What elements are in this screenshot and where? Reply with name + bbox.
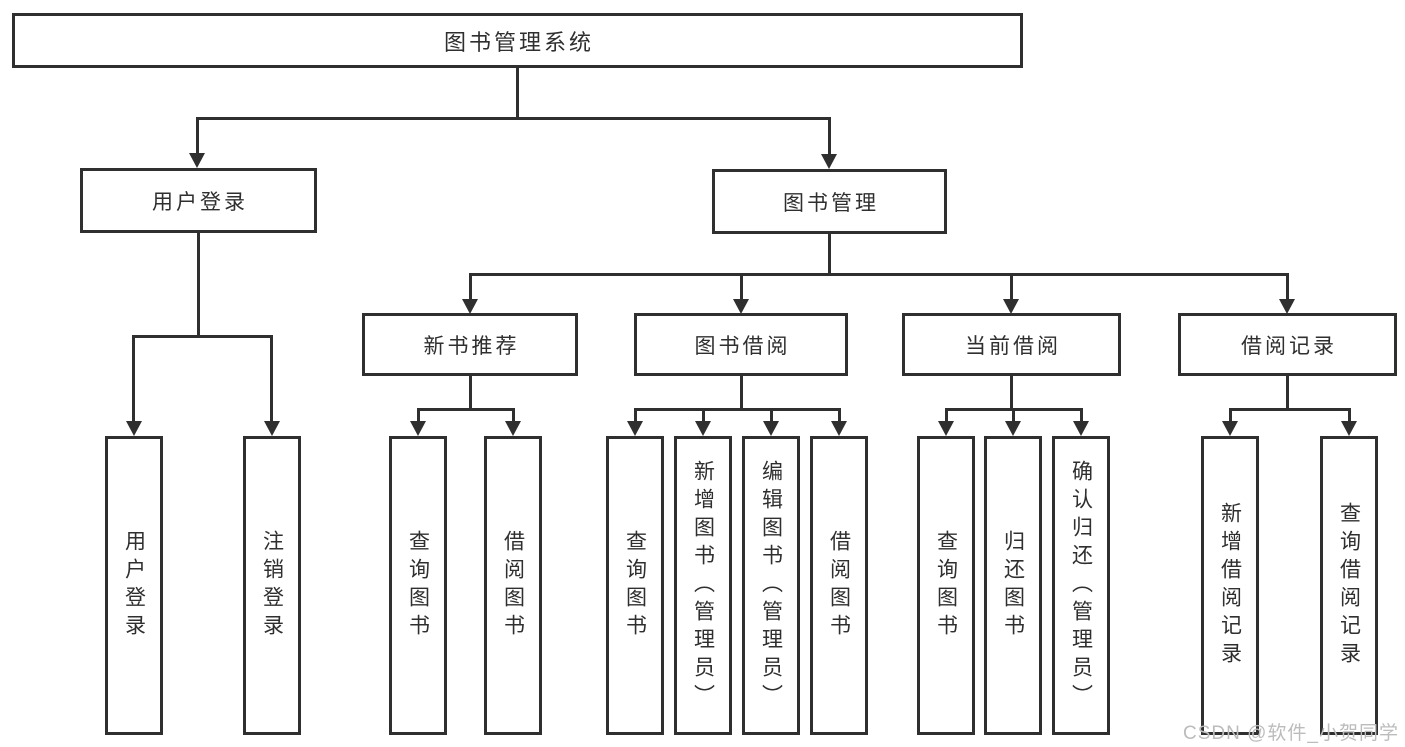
connector-line	[740, 273, 743, 300]
leaf-recommend-query-book: 查询图书	[389, 436, 447, 735]
node-user-login-module: 用户登录	[80, 168, 317, 233]
node-root-system: 图书管理系统	[12, 13, 1023, 68]
node-label: 注销登录	[260, 529, 284, 642]
connector-line	[634, 408, 840, 411]
connector-line	[417, 408, 515, 411]
leaf-query-borrow-record: 查询借阅记录	[1320, 436, 1378, 735]
connector-line	[132, 335, 135, 422]
connector-line	[1080, 408, 1083, 422]
connector-line	[197, 233, 200, 335]
arrow-down-icon	[695, 421, 711, 436]
node-book-borrow: 图书借阅	[634, 313, 848, 376]
connector-line	[1012, 408, 1015, 422]
arrow-down-icon	[938, 421, 954, 436]
arrow-down-icon	[462, 299, 478, 314]
connector-line	[270, 335, 273, 422]
connector-line	[838, 408, 841, 422]
connector-line	[702, 408, 705, 422]
arrow-down-icon	[1279, 299, 1295, 314]
leaf-current-query-book: 查询图书	[917, 436, 975, 735]
arrow-down-icon	[821, 154, 837, 169]
arrow-down-icon	[505, 421, 521, 436]
connector-line	[945, 408, 948, 422]
connector-line	[770, 408, 773, 422]
node-label: 借阅图书	[827, 529, 851, 642]
connector-line	[828, 117, 831, 156]
connector-line	[417, 408, 420, 422]
leaf-user-login: 用户登录	[105, 436, 163, 735]
arrow-down-icon	[733, 299, 749, 314]
connector-line	[1286, 376, 1289, 408]
arrow-down-icon	[1005, 421, 1021, 436]
arrow-down-icon	[627, 421, 643, 436]
leaf-borrow-add-book-admin: 新增图书（管理员）	[674, 436, 732, 735]
node-label: 新书推荐	[423, 334, 520, 358]
connector-line	[469, 273, 472, 300]
leaf-logout: 注销登录	[243, 436, 301, 735]
connector-line	[469, 376, 472, 408]
node-label: 编辑图书（管理员）	[759, 459, 783, 712]
connector-line	[516, 68, 519, 117]
node-book-management-module: 图书管理	[712, 169, 947, 234]
node-label: 借阅图书	[501, 529, 525, 642]
node-label: 新增借阅记录	[1218, 501, 1242, 670]
node-current-borrow: 当前借阅	[902, 313, 1121, 376]
arrow-down-icon	[1073, 421, 1089, 436]
leaf-current-return-book: 归还图书	[984, 436, 1042, 735]
connector-line	[1010, 376, 1013, 408]
node-label: 查询借阅记录	[1337, 501, 1361, 670]
arrow-down-icon	[1003, 299, 1019, 314]
connector-line	[1229, 408, 1351, 411]
leaf-current-confirm-return-admin: 确认归还（管理员）	[1052, 436, 1110, 735]
connector-line	[512, 408, 515, 422]
node-label: 用户登录	[152, 190, 248, 214]
node-label: 归还图书	[1001, 529, 1025, 642]
arrow-down-icon	[831, 421, 847, 436]
node-label: 查询图书	[623, 529, 647, 642]
node-new-book-recommend: 新书推荐	[362, 313, 578, 376]
leaf-borrow-edit-book-admin: 编辑图书（管理员）	[742, 436, 800, 735]
arrow-down-icon	[763, 421, 779, 436]
connector-line	[197, 117, 831, 120]
node-label: 图书管理	[783, 191, 879, 215]
connector-line	[1229, 408, 1232, 422]
leaf-borrow-query-book: 查询图书	[606, 436, 664, 735]
connector-line	[1348, 408, 1351, 422]
node-borrow-records: 借阅记录	[1178, 313, 1397, 376]
connector-line	[828, 234, 831, 273]
node-label: 查询图书	[934, 529, 958, 642]
connector-line	[1010, 273, 1013, 300]
arrow-down-icon	[410, 421, 426, 436]
arrow-down-icon	[1341, 421, 1357, 436]
node-label: 确认归还（管理员）	[1069, 459, 1093, 712]
connector-line	[469, 273, 1288, 276]
node-label: 图书管理系统	[443, 29, 594, 55]
node-label: 查询图书	[406, 529, 430, 642]
arrow-down-icon	[264, 421, 280, 436]
arrow-down-icon	[1222, 421, 1238, 436]
connector-line	[196, 117, 199, 155]
connector-line	[740, 376, 743, 408]
connector-line	[634, 408, 637, 422]
connector-line	[1286, 273, 1289, 300]
leaf-add-borrow-record: 新增借阅记录	[1201, 436, 1259, 735]
node-label: 新增图书（管理员）	[691, 459, 715, 712]
node-label: 图书借阅	[694, 334, 791, 358]
leaf-recommend-borrow-book: 借阅图书	[484, 436, 542, 735]
csdn-watermark: CSDN @软件_小贺同学	[1183, 723, 1399, 744]
node-label: 借阅记录	[1241, 334, 1337, 358]
node-label: 当前借阅	[965, 334, 1061, 358]
arrow-down-icon	[126, 421, 142, 436]
node-label: 用户登录	[122, 529, 146, 642]
leaf-borrow-borrow-book: 借阅图书	[810, 436, 868, 735]
connector-line	[133, 335, 273, 338]
arrow-down-icon	[189, 153, 205, 168]
